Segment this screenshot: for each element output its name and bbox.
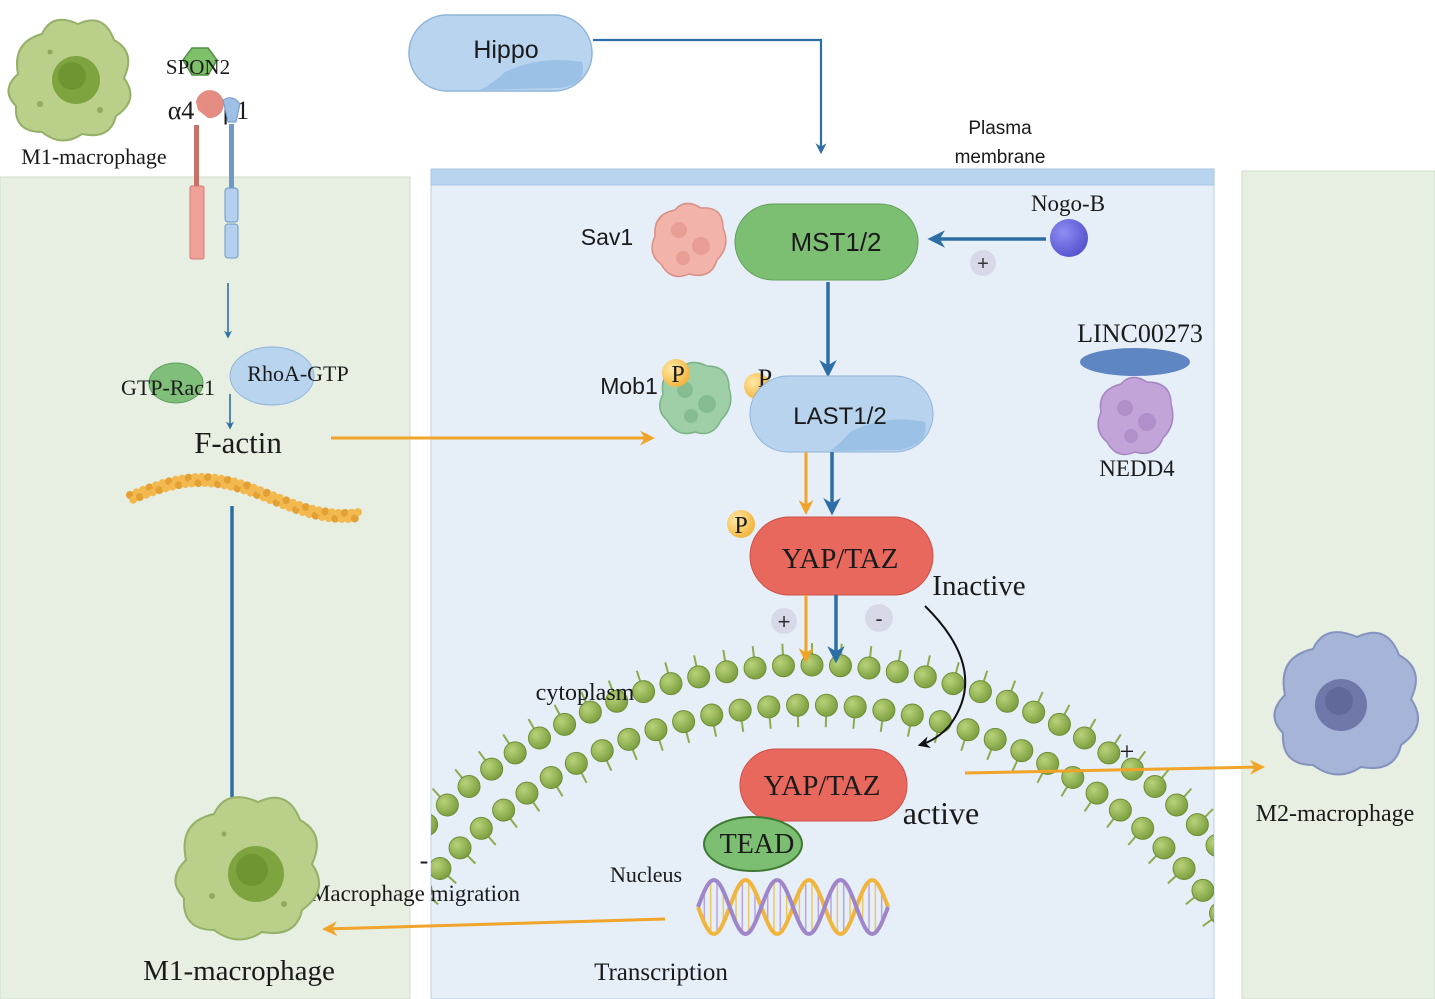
transcription-label: Transcription bbox=[594, 959, 728, 986]
active-to-m2-arrow bbox=[964, 759, 1265, 775]
f-actin-label: F-actin bbox=[194, 425, 282, 460]
p-mob1-label: P bbox=[671, 362, 684, 388]
tead-node bbox=[703, 816, 803, 872]
actin-filament-icon bbox=[126, 473, 362, 523]
m2-macrophage-label: M2-macrophage bbox=[1256, 801, 1415, 827]
p-yap-label: P bbox=[734, 513, 747, 539]
inactive-label: Inactive bbox=[932, 570, 1025, 602]
m1-macrophage-bottom-label: M1-macrophage bbox=[143, 955, 335, 987]
mst12-node bbox=[734, 203, 919, 281]
nedd4-label: NEDD4 bbox=[1099, 456, 1175, 481]
minus-migration-label: - bbox=[420, 846, 429, 875]
plus-badge-nogo bbox=[970, 250, 996, 276]
macrophage-cell-icon bbox=[7, 18, 132, 142]
hippo-label: Hippo bbox=[473, 36, 538, 64]
yap-taz-inactive-label: YAP/TAZ bbox=[782, 543, 899, 575]
plus-m2-label: + bbox=[1120, 737, 1135, 766]
beta1-transmembrane-2 bbox=[224, 223, 239, 259]
beta1-stalk bbox=[229, 124, 234, 188]
beta1-transmembrane-1 bbox=[224, 187, 239, 223]
spon2-icon bbox=[182, 47, 218, 76]
alpha4-transmembrane bbox=[189, 185, 205, 260]
hippo-arrow bbox=[593, 38, 827, 155]
phospho-mob1-icon bbox=[662, 359, 690, 387]
linc00273-label: LINC00273 bbox=[1077, 319, 1203, 348]
gtp-rac1-node bbox=[148, 362, 204, 404]
active-label: active bbox=[903, 795, 979, 831]
minus-yap-label: - bbox=[875, 606, 882, 631]
macrophage-cell-icon bbox=[1273, 631, 1420, 776]
inactive-to-active-arrow bbox=[917, 605, 967, 749]
plasma-membrane-label-1: Plasma bbox=[968, 118, 1032, 139]
plus-yap-label: + bbox=[778, 609, 791, 634]
sav1-label: Sav1 bbox=[581, 224, 633, 250]
spon2-label: SPON2 bbox=[166, 55, 230, 79]
yap-taz-inactive-node bbox=[749, 516, 934, 596]
linc00273-icon bbox=[1080, 348, 1190, 376]
plus-nogo-label: + bbox=[977, 253, 989, 275]
alpha4-label: α4 bbox=[168, 96, 195, 125]
beta1-integrin-head bbox=[222, 97, 241, 123]
dna-helix-icon bbox=[696, 877, 890, 937]
protein-blob-icon bbox=[1097, 376, 1174, 456]
nuclear-membrane bbox=[431, 643, 1214, 927]
plus-badge-yap bbox=[771, 608, 797, 634]
yap-taz-active-node bbox=[739, 748, 908, 822]
rhoa-gtp-node bbox=[229, 346, 315, 406]
mst12-label: MST1/2 bbox=[790, 227, 881, 257]
macrophage-cell-icon bbox=[174, 796, 321, 941]
rhoa-gtp-label: RhoA-GTP bbox=[247, 361, 348, 386]
yap-taz-active-label: YAP/TAZ bbox=[764, 770, 881, 802]
plasma-membrane-label-2: membrane bbox=[955, 147, 1046, 168]
nogo-b-label: Nogo-B bbox=[1031, 191, 1105, 216]
cytoplasm-label: cytoplasm bbox=[536, 680, 635, 706]
migration-arrow bbox=[322, 917, 666, 937]
m1-macrophage-top-label: M1-macrophage bbox=[21, 144, 166, 169]
gtp-rac1-label: GTP-Rac1 bbox=[121, 375, 215, 400]
last12-node bbox=[749, 375, 934, 453]
minus-badge-yap bbox=[865, 604, 893, 632]
nucleus-label: Nucleus bbox=[610, 862, 682, 887]
macrophage-migration-label: Macrophage migration bbox=[310, 881, 521, 906]
alpha4-integrin-head bbox=[196, 90, 224, 119]
nogo-b-icon bbox=[1050, 219, 1088, 257]
alpha4-stalk bbox=[194, 125, 199, 187]
mob1-label: Mob1 bbox=[600, 373, 658, 399]
phospho-yap-icon bbox=[727, 510, 755, 538]
hippo-node: Hippo bbox=[408, 14, 593, 92]
last12-label: LAST1/2 bbox=[793, 403, 886, 430]
right-panel bbox=[1241, 170, 1435, 999]
protein-blob-icon bbox=[651, 202, 727, 278]
tead-label: TEAD bbox=[720, 829, 795, 860]
plasma-membrane-bar bbox=[430, 168, 1215, 186]
